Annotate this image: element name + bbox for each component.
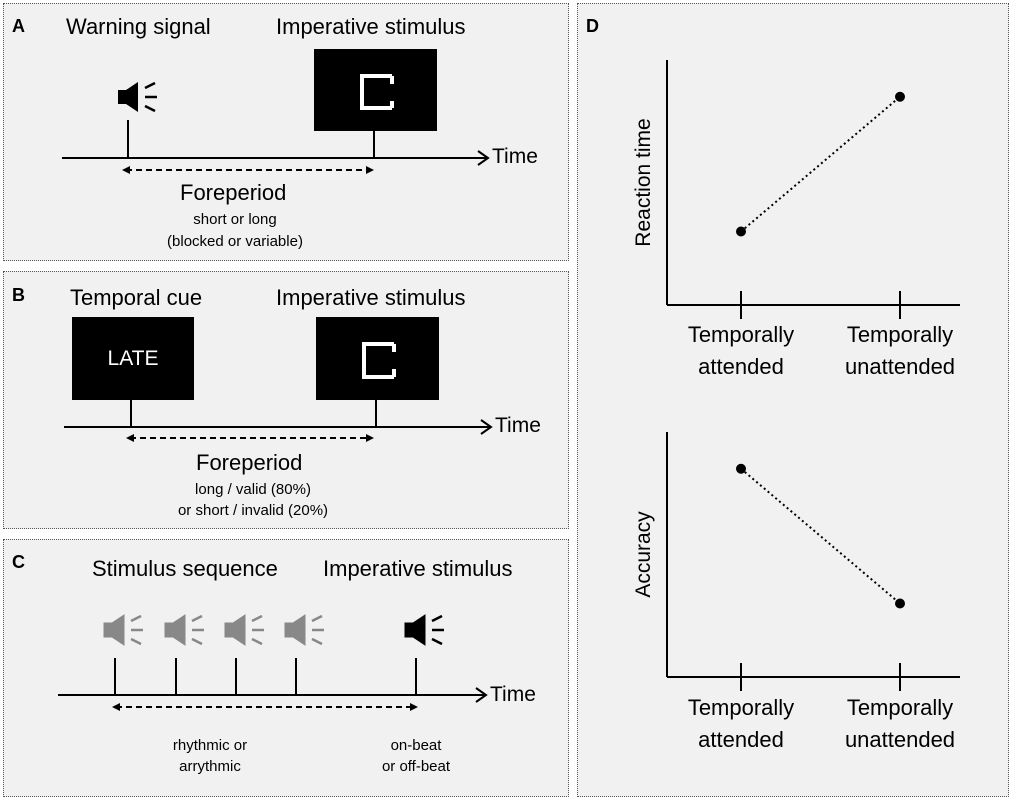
panel-a-label: A — [12, 16, 25, 36]
time-label-a: Time — [492, 145, 538, 168]
x-tick-label: attended — [698, 727, 784, 752]
foreperiod-note-b1: long / valid (80%) — [195, 481, 311, 498]
panel-a — [3, 3, 569, 261]
imperative-stimulus-box-b — [316, 317, 439, 400]
x-tick-label: Temporally — [847, 322, 953, 347]
foreperiod-note-a2: (blocked or variable) — [167, 233, 303, 250]
data-point — [736, 226, 746, 237]
data-point — [736, 463, 746, 474]
temporal-cue-title: Temporal cue — [70, 285, 203, 310]
panel-c-label: C — [12, 552, 25, 572]
x-tick-label: attended — [698, 354, 784, 379]
speaker-icon — [118, 81, 157, 113]
foreperiod-note-a1: short or long — [193, 211, 277, 228]
panel-d — [577, 3, 1009, 797]
series-line — [740, 467, 901, 605]
foreperiod-note-b2: or short / invalid (20%) — [177, 502, 329, 519]
y-axis-label: Reaction time — [632, 118, 655, 246]
panel-b — [3, 271, 569, 529]
late-cue-box: LATE — [72, 317, 194, 400]
imperative-stimulus-title-c: Imperative stimulus — [323, 556, 513, 581]
panel-b-label: B — [12, 285, 25, 305]
x-tick-label: unattended — [845, 727, 955, 752]
imperative-stimulus-title-b: Imperative stimulus — [276, 285, 466, 310]
x-tick-label: Temporally — [688, 695, 794, 720]
imperative-stimulus-box-a — [314, 49, 437, 131]
beat-note-1: on-beat — [390, 737, 442, 754]
time-label-c: Time — [490, 683, 536, 706]
time-arrow-icon — [475, 687, 488, 703]
late-cue-text: LATE — [107, 347, 159, 370]
beat-note-2: or off-beat — [381, 758, 451, 775]
stimulus-sequence-title: Stimulus sequence — [92, 556, 278, 581]
x-tick-label: Temporally — [688, 322, 794, 347]
rhythm-note-1: rhythmic or — [172, 737, 248, 754]
y-axis-label: Accuracy — [632, 511, 655, 598]
time-arrow-icon — [477, 150, 490, 166]
time-label-b: Time — [495, 414, 541, 437]
c-shape-icon — [362, 342, 396, 379]
panel-c — [3, 539, 569, 797]
data-point — [895, 91, 905, 102]
time-arrow-icon — [480, 419, 493, 435]
x-tick-label: Temporally — [847, 695, 953, 720]
rhythm-note-2: arrythmic — [179, 758, 241, 775]
foreperiod-label-a: Foreperiod — [180, 180, 287, 205]
panel-d-label: D — [586, 16, 599, 36]
data-point — [895, 598, 905, 609]
warning-signal-title: Warning signal — [66, 14, 211, 39]
x-tick-label: unattended — [845, 354, 955, 379]
imperative-stimulus-title-a: Imperative stimulus — [276, 14, 466, 39]
c-shape-icon — [360, 74, 394, 110]
foreperiod-label-b: Foreperiod — [196, 450, 303, 475]
